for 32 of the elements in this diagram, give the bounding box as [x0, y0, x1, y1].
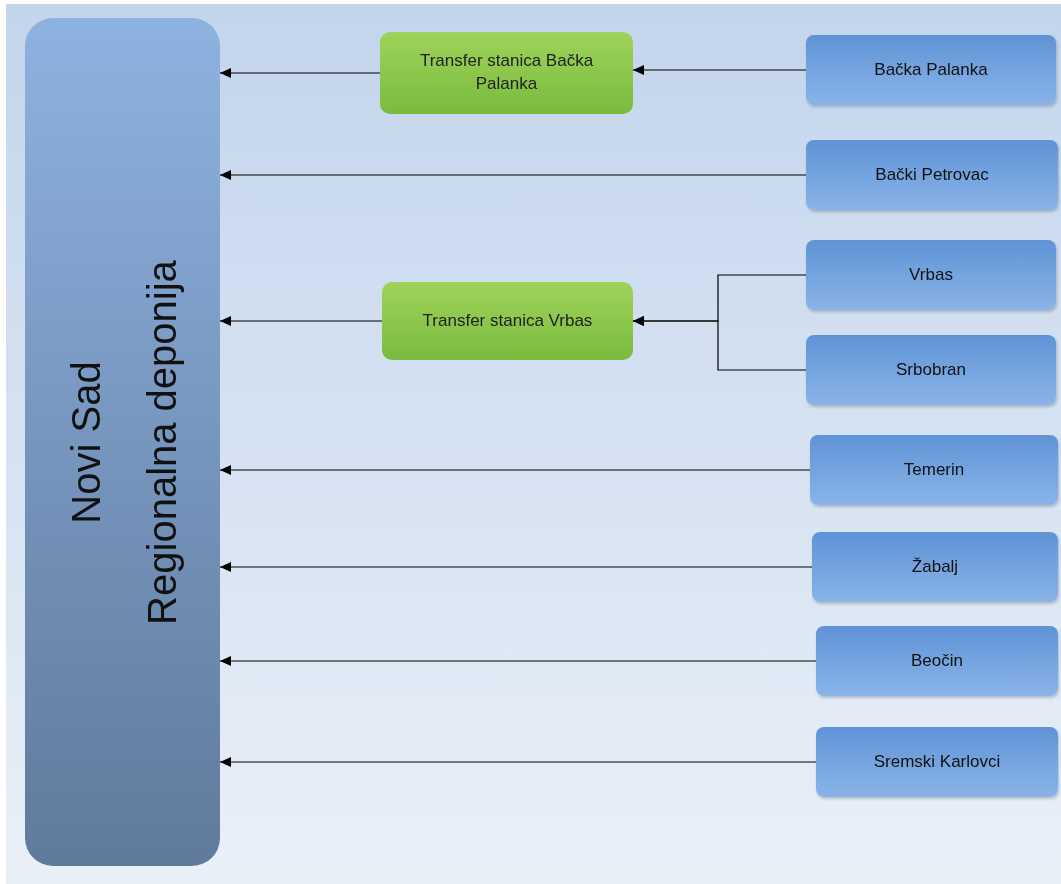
node-label: Transfer stanica Vrbas	[422, 309, 593, 332]
arrow	[219, 465, 811, 475]
municipality-box	[812, 532, 1058, 602]
node-label: Temerin	[903, 460, 965, 480]
municipality-box	[806, 240, 1056, 310]
node-label: Beočin	[911, 651, 963, 671]
arrow	[632, 65, 807, 75]
node-title: Regionalna deponija	[137, 259, 185, 625]
municipality-box	[806, 335, 1056, 405]
municipality-box	[806, 140, 1058, 210]
node-title: Novi Sad	[61, 360, 108, 524]
arrow	[219, 562, 813, 572]
transfer-station-box	[380, 32, 633, 114]
municipality-box	[810, 435, 1058, 505]
arrow	[219, 170, 807, 180]
arrow	[219, 656, 817, 666]
municipality-box	[806, 35, 1056, 105]
landfill-bar	[25, 18, 220, 866]
node-label: Sremski Karlovci	[873, 752, 1001, 772]
arrow	[632, 316, 807, 371]
arrow	[219, 757, 817, 767]
arrow	[219, 68, 381, 78]
transfer-station-box	[382, 282, 633, 360]
municipality-box	[816, 727, 1058, 797]
node-label: Bački Petrovac	[875, 165, 989, 185]
municipality-box	[816, 626, 1058, 696]
arrow	[219, 316, 383, 326]
node-label: Srbobran	[896, 360, 966, 380]
node-label: Vrbas	[909, 265, 953, 285]
node-label: Bačka Palanka	[874, 60, 988, 80]
node-label: Žabalj	[911, 557, 959, 577]
node-label: Transfer stanica Bačka Palanka	[418, 50, 595, 95]
